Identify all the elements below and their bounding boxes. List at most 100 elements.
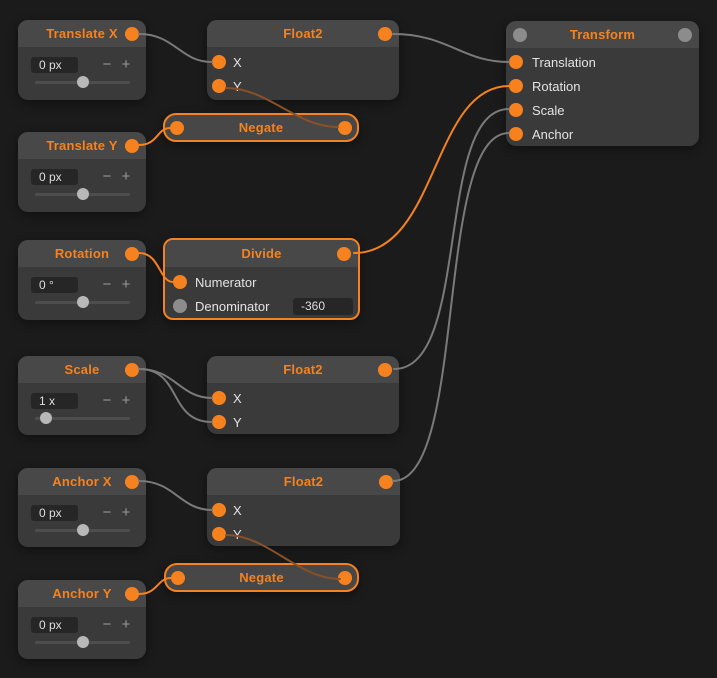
value-slider[interactable] bbox=[35, 524, 130, 536]
node-header[interactable]: Anchor Y bbox=[18, 580, 146, 607]
node-title: Float2 bbox=[283, 26, 323, 41]
input-port-scale[interactable] bbox=[509, 103, 523, 117]
input-port-x[interactable] bbox=[212, 55, 226, 69]
output-port[interactable] bbox=[337, 246, 351, 261]
wire-float2-translate.out-to-transform.in-translation[interactable] bbox=[392, 33, 510, 63]
node-title: Translate X bbox=[46, 26, 118, 41]
input-port-denominator[interactable] bbox=[173, 299, 187, 313]
node-translate-y[interactable]: Translate Y 0 px −+ bbox=[18, 132, 146, 212]
input-port-rotation[interactable] bbox=[509, 79, 523, 93]
node-scale[interactable]: Scale 1 x −+ bbox=[18, 356, 146, 435]
input-port-y[interactable] bbox=[212, 79, 226, 93]
input-port-y[interactable] bbox=[212, 415, 226, 429]
input-port-y[interactable] bbox=[212, 527, 226, 541]
output-port[interactable] bbox=[125, 138, 139, 153]
value-slider[interactable] bbox=[35, 296, 130, 308]
decrement-button[interactable]: − bbox=[102, 56, 112, 73]
increment-button[interactable]: + bbox=[121, 616, 131, 633]
node-header[interactable]: Translate X bbox=[18, 20, 146, 47]
wire-anchor-x.out-to-float2-anchor.in-x[interactable] bbox=[138, 480, 213, 511]
node-header[interactable]: Transform bbox=[506, 21, 699, 48]
node-header[interactable]: Anchor X bbox=[18, 468, 146, 495]
value-field[interactable]: 1 x bbox=[31, 393, 78, 409]
input-row-y: Y bbox=[207, 74, 399, 98]
output-port[interactable] bbox=[338, 120, 352, 135]
value-slider[interactable] bbox=[35, 636, 130, 648]
slider-handle[interactable] bbox=[76, 524, 89, 536]
header-port-left[interactable] bbox=[513, 27, 527, 42]
output-port[interactable] bbox=[125, 26, 139, 41]
value-row: 0 ° −+ bbox=[31, 277, 138, 293]
value-field[interactable]: 0 px bbox=[31, 505, 78, 521]
increment-button[interactable]: + bbox=[121, 56, 131, 73]
increment-button[interactable]: + bbox=[121, 392, 131, 409]
node-title: Rotation bbox=[54, 246, 110, 261]
slider-handle[interactable] bbox=[40, 412, 53, 424]
wire-float2-anchor.out-to-transform.in-anchor[interactable] bbox=[392, 132, 510, 482]
slider-handle[interactable] bbox=[76, 636, 89, 648]
increment-button[interactable]: + bbox=[121, 504, 131, 521]
value-slider[interactable] bbox=[35, 188, 130, 200]
wire-translate-x.out-to-float2-translate.in-x[interactable] bbox=[138, 33, 213, 63]
input-port[interactable] bbox=[171, 570, 185, 585]
value-field[interactable]: 0 ° bbox=[31, 277, 78, 293]
input-port[interactable] bbox=[170, 120, 184, 135]
decrement-button[interactable]: − bbox=[102, 168, 112, 185]
output-port[interactable] bbox=[125, 246, 139, 261]
input-port-translation[interactable] bbox=[509, 55, 523, 69]
node-header[interactable]: Float2 bbox=[207, 468, 400, 495]
output-port[interactable] bbox=[379, 474, 393, 489]
input-port-x[interactable] bbox=[212, 391, 226, 405]
node-anchor-y[interactable]: Anchor Y 0 px −+ bbox=[18, 580, 146, 659]
output-port[interactable] bbox=[378, 26, 392, 41]
node-title: Divide bbox=[241, 246, 282, 261]
node-rotation[interactable]: Rotation 0 ° −+ bbox=[18, 240, 146, 320]
output-port[interactable] bbox=[125, 586, 139, 601]
node-header[interactable]: Translate Y bbox=[18, 132, 146, 159]
value-field[interactable]: 0 px bbox=[31, 57, 78, 73]
output-port[interactable] bbox=[378, 362, 392, 377]
increment-button[interactable]: + bbox=[121, 168, 131, 185]
decrement-button[interactable]: − bbox=[102, 276, 112, 293]
decrement-button[interactable]: − bbox=[102, 616, 112, 633]
node-header[interactable]: Rotation bbox=[18, 240, 146, 267]
input-value-field[interactable]: -360 bbox=[293, 297, 353, 315]
node-negate-translate[interactable]: Negate bbox=[163, 113, 359, 142]
wire-divide.out-to-transform.in-rotation[interactable] bbox=[353, 85, 510, 254]
value-field[interactable]: 0 px bbox=[31, 169, 78, 185]
output-port[interactable] bbox=[338, 570, 352, 585]
wire-float2-scale.out-to-transform.in-scale[interactable] bbox=[393, 108, 510, 370]
node-header[interactable]: Divide bbox=[165, 240, 358, 267]
value-field[interactable]: 0 px bbox=[31, 617, 78, 633]
slider-handle[interactable] bbox=[76, 188, 89, 200]
node-negate-anchor[interactable]: Negate bbox=[164, 563, 359, 592]
output-port[interactable] bbox=[125, 474, 139, 489]
input-port-numerator[interactable] bbox=[173, 275, 187, 289]
value-slider[interactable] bbox=[35, 412, 130, 424]
node-anchor-x[interactable]: Anchor X 0 px −+ bbox=[18, 468, 146, 547]
input-row-denominator: Denominator-360 bbox=[165, 294, 358, 318]
output-port[interactable] bbox=[125, 362, 139, 377]
decrement-button[interactable]: − bbox=[102, 392, 112, 409]
input-port-anchor[interactable] bbox=[509, 127, 523, 141]
node-header[interactable]: Float2 bbox=[207, 356, 399, 383]
node-header[interactable]: Float2 bbox=[207, 20, 399, 47]
header-port-right[interactable] bbox=[678, 27, 692, 42]
slider-handle[interactable] bbox=[76, 296, 89, 308]
wire-scale.out-to-float2-scale.in-x[interactable] bbox=[138, 368, 213, 399]
wire-scale.out-to-float2-scale.in-y[interactable] bbox=[138, 368, 213, 423]
node-header[interactable]: Scale bbox=[18, 356, 146, 383]
increment-button[interactable]: + bbox=[121, 276, 131, 293]
value-slider[interactable] bbox=[35, 76, 130, 88]
input-port-x[interactable] bbox=[212, 503, 226, 517]
slider-handle[interactable] bbox=[76, 76, 89, 88]
slider-track[interactable] bbox=[35, 417, 130, 420]
node-translate-x[interactable]: Translate X 0 px −+ bbox=[18, 20, 146, 100]
decrement-button[interactable]: − bbox=[102, 504, 112, 521]
